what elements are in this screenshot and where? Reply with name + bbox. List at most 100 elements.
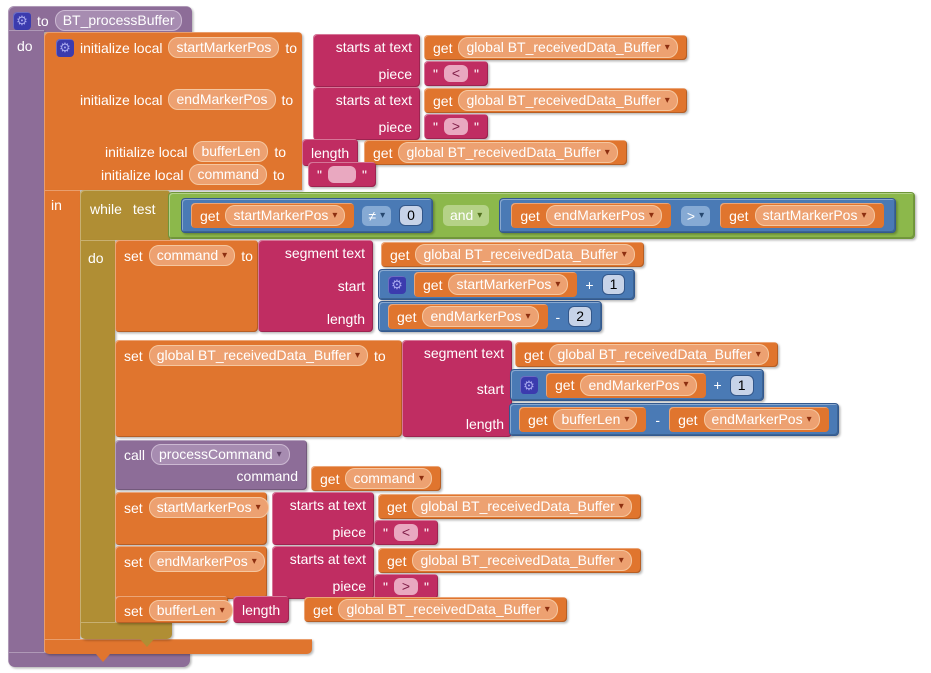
get-block[interactable]: get bufferLen▾: [519, 407, 647, 432]
starts-at-text-block[interactable]: starts at text piece: [313, 87, 420, 140]
get-block[interactable]: get global BT_receivedData_Buffer▾: [304, 597, 567, 622]
while-block-header[interactable]: [80, 190, 170, 240]
variable-field-startMarkerPos[interactable]: startMarkerPos: [168, 37, 280, 58]
operator-dropdown[interactable]: >▾: [680, 205, 711, 226]
segment-block[interactable]: segment text start length: [258, 240, 373, 332]
string-field[interactable]: >: [393, 578, 418, 595]
variable-dropdown[interactable]: endMarkerPos▾: [148, 551, 265, 572]
get-block[interactable]: get global BT_receivedData_Buffer▾: [424, 35, 687, 60]
variable-dropdown[interactable]: endMarkerPos▾: [580, 374, 697, 396]
get-block[interactable]: get startMarkerPos▾: [720, 203, 884, 228]
variable-field-endMarkerPos[interactable]: endMarkerPos: [168, 89, 276, 110]
number-field[interactable]: 1: [729, 374, 754, 396]
procedure-block-spine[interactable]: [8, 30, 44, 652]
set-block[interactable]: set command▾ to: [115, 240, 258, 332]
string-field[interactable]: [327, 166, 356, 183]
get-block[interactable]: get startMarkerPos▾: [191, 203, 355, 228]
gear-icon[interactable]: ⚙: [388, 275, 406, 294]
string-block[interactable]: " ": [308, 162, 376, 187]
variable-dropdown[interactable]: startMarkerPos▾: [754, 205, 875, 226]
variable-dropdown[interactable]: global BT_receivedData_Buffer▾: [148, 345, 369, 366]
set-block[interactable]: set bufferLen▾ to: [115, 596, 250, 623]
length-block[interactable]: length: [233, 596, 290, 623]
get-block[interactable]: get global BT_receivedData_Buffer▾: [378, 494, 641, 519]
get-block[interactable]: get global BT_receivedData_Buffer▾: [424, 88, 687, 113]
get-block[interactable]: get endMarkerPos▾: [669, 407, 829, 432]
initialize-local-bottom[interactable]: [44, 639, 312, 654]
starts-at-text-block[interactable]: starts at text piece: [313, 34, 420, 87]
get-block[interactable]: get global BT_receivedData_Buffer▾: [378, 548, 641, 573]
math-add-block[interactable]: ⚙ get startMarkerPos▾ + 1: [378, 269, 636, 300]
string-field[interactable]: <: [443, 65, 468, 82]
compare-block[interactable]: get endMarkerPos▾ >▾ get startMarkerPos▾: [499, 198, 896, 233]
variable-dropdown[interactable]: global BT_receivedData_Buffer▾: [458, 90, 678, 111]
variable-dropdown[interactable]: command▾: [345, 468, 432, 489]
variable-dropdown[interactable]: startMarkerPos▾: [225, 205, 346, 226]
number-field[interactable]: 2: [568, 306, 593, 327]
variable-dropdown[interactable]: startMarkerPos▾: [148, 497, 269, 518]
number-field[interactable]: 1: [601, 274, 626, 295]
variable-dropdown[interactable]: startMarkerPos▾: [448, 274, 569, 295]
string-field[interactable]: <: [393, 524, 418, 541]
variable-dropdown[interactable]: endMarkerPos▾: [703, 409, 820, 430]
math-subtract-block[interactable]: get bufferLen▾ - get endMarkerPos▾: [509, 403, 839, 436]
variable-field-bufferLen[interactable]: bufferLen: [193, 141, 269, 162]
compare-block[interactable]: get startMarkerPos▾ ≠▾ 0: [181, 198, 433, 233]
variable-dropdown[interactable]: bufferLen▾: [148, 600, 233, 621]
variable-dropdown[interactable]: endMarkerPos▾: [545, 205, 662, 226]
gear-icon[interactable]: ⚙: [520, 376, 538, 394]
call-block[interactable]: call processCommand▾ command: [115, 440, 307, 490]
variable-name: global BT_receivedData_Buffer: [420, 552, 615, 568]
get-block[interactable]: get global BT_receivedData_Buffer▾: [364, 140, 627, 165]
operator-dropdown[interactable]: ≠▾: [362, 205, 392, 226]
initialize-local-spine[interactable]: [44, 190, 80, 640]
gear-icon[interactable]: ⚙: [56, 38, 74, 57]
length-block[interactable]: length: [302, 139, 359, 166]
variable-field-command[interactable]: command: [189, 164, 267, 185]
and-dropdown[interactable]: and▾: [442, 205, 490, 226]
get-block[interactable]: get global BT_receivedData_Buffer▾: [515, 342, 778, 367]
segment-block[interactable]: segment text start length: [402, 340, 512, 437]
while-block-bottom[interactable]: [80, 622, 172, 639]
string-block[interactable]: " > ": [374, 574, 438, 599]
get-label: get: [397, 308, 417, 325]
variable-dropdown[interactable]: global BT_receivedData_Buffer▾: [338, 599, 558, 620]
math-subtract-block[interactable]: get endMarkerPos▾ - 2: [378, 301, 603, 332]
initialize-local-block[interactable]: [44, 32, 302, 190]
procedure-name-field[interactable]: BT_processBuffer: [54, 10, 183, 31]
variable-dropdown[interactable]: global BT_receivedData_Buffer▾: [458, 37, 678, 58]
set-block[interactable]: set global BT_receivedData_Buffer▾ to: [115, 340, 402, 437]
starts-at-text-block[interactable]: starts at text piece: [272, 546, 374, 599]
set-block[interactable]: set startMarkerPos▾ to: [115, 492, 286, 545]
variable-dropdown[interactable]: global BT_receivedData_Buffer▾: [415, 244, 635, 265]
procedure-block-header[interactable]: ⚙ to BT_processBuffer: [8, 6, 192, 32]
string-block[interactable]: " < ": [424, 61, 488, 86]
get-block[interactable]: get endMarkerPos▾: [546, 372, 706, 398]
and-block[interactable]: get startMarkerPos▾ ≠▾ 0 and▾ get endMar…: [168, 192, 915, 239]
variable-dropdown[interactable]: global BT_receivedData_Buffer▾: [549, 344, 769, 365]
number-field[interactable]: 0: [399, 205, 423, 226]
get-block[interactable]: get global BT_receivedData_Buffer▾: [381, 242, 644, 267]
length-label: length: [326, 311, 365, 327]
variable-dropdown[interactable]: global BT_receivedData_Buffer▾: [412, 550, 632, 571]
string-block[interactable]: " < ": [374, 520, 438, 545]
variable-dropdown[interactable]: global BT_receivedData_Buffer▾: [398, 142, 618, 163]
string-block[interactable]: " > ": [424, 114, 488, 139]
while-block-spine[interactable]: [80, 240, 115, 622]
get-block[interactable]: get command▾: [311, 466, 441, 491]
variable-dropdown[interactable]: command▾: [148, 245, 236, 266]
variable-name: endMarkerPos: [156, 553, 248, 569]
get-block[interactable]: get endMarkerPos▾: [511, 203, 671, 228]
variable-dropdown[interactable]: bufferLen▾: [553, 409, 638, 430]
operator: ≠: [368, 207, 377, 224]
gear-icon[interactable]: ⚙: [13, 11, 31, 30]
variable-dropdown[interactable]: endMarkerPos▾: [422, 306, 539, 327]
set-block[interactable]: set endMarkerPos▾ to: [115, 546, 282, 599]
get-block[interactable]: get endMarkerPos▾: [388, 304, 548, 329]
math-add-block[interactable]: ⚙ get endMarkerPos▾ + 1: [510, 369, 764, 401]
variable-dropdown[interactable]: global BT_receivedData_Buffer▾: [412, 496, 632, 517]
string-field[interactable]: >: [443, 118, 468, 135]
get-block[interactable]: get startMarkerPos▾: [414, 272, 578, 297]
procedure-dropdown[interactable]: processCommand▾: [151, 444, 290, 465]
starts-at-text-block[interactable]: starts at text piece: [272, 492, 374, 545]
